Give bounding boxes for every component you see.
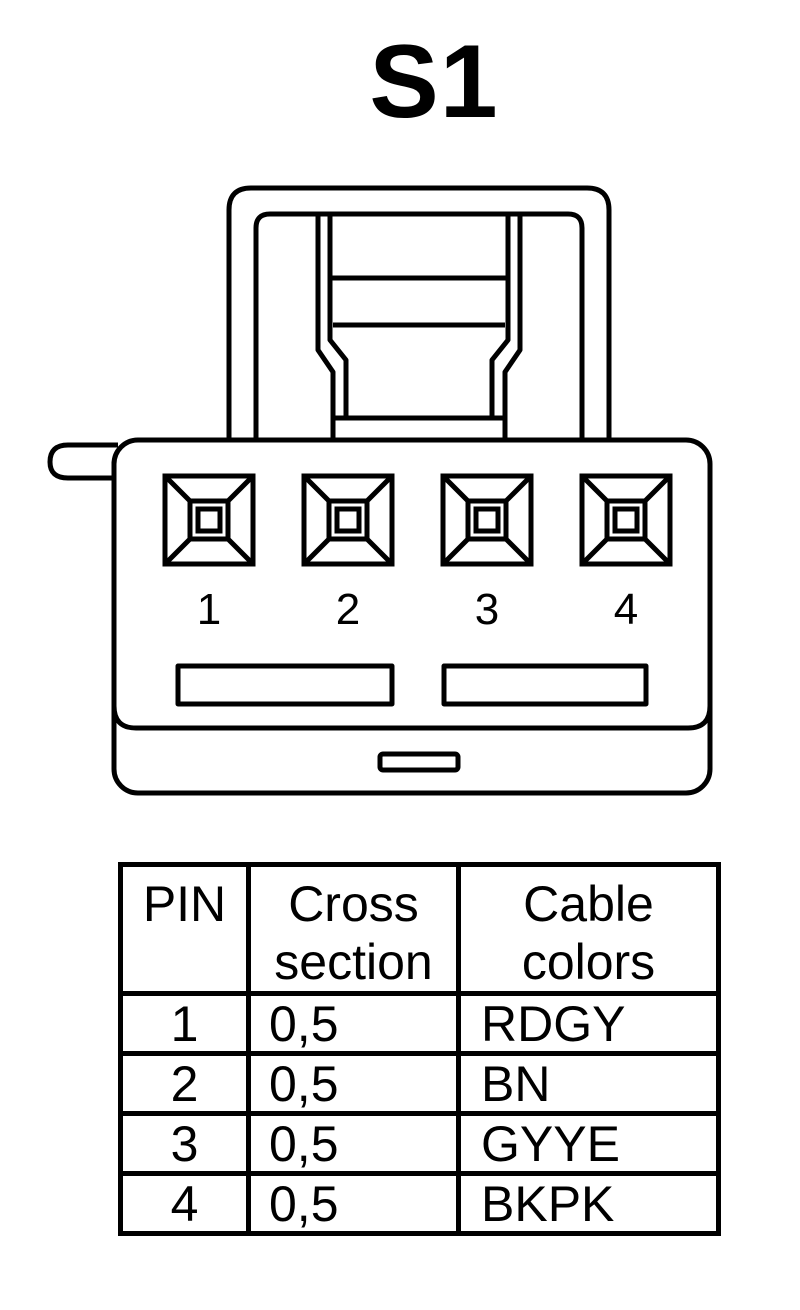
table-row: 2 0,5 BN (118, 1051, 721, 1116)
side-tab (47, 442, 118, 481)
connector-drawing: 1 2 3 4 (47, 185, 713, 796)
pin-terminal (162, 473, 256, 567)
latch-tongue (315, 214, 523, 440)
cell-cross-section: 0,5 (246, 1171, 461, 1236)
cell-pin: 2 (118, 1051, 251, 1116)
cell-pin: 1 (118, 991, 251, 1056)
table-row: 3 0,5 GYYE (118, 1111, 721, 1176)
cell-pin: 4 (118, 1171, 251, 1236)
pin-table: PIN Cross section Cable colors 1 0,5 RDG… (118, 862, 721, 1236)
latch-frame (226, 185, 612, 440)
latch-inner-frame (253, 211, 585, 440)
pin-number-label: 2 (336, 585, 360, 634)
slot-right (441, 663, 649, 707)
diagram-title: S1 (369, 24, 499, 140)
header-pin: PIN (118, 862, 251, 996)
cell-cable-color: BKPK (456, 1171, 721, 1236)
cell-cross-section: 0,5 (246, 1051, 461, 1116)
pin-terminal (440, 473, 534, 567)
table-row: 1 0,5 RDGY (118, 991, 721, 1056)
cell-cable-color: RDGY (456, 991, 721, 1056)
header-cross-section: Cross section (246, 862, 461, 996)
pin-number-label: 4 (614, 585, 638, 634)
pin-number-label: 3 (475, 585, 499, 634)
cell-cable-color: GYYE (456, 1111, 721, 1176)
slot-left (175, 663, 395, 707)
table-row: 4 0,5 BKPK (118, 1171, 721, 1236)
connector-face (111, 462, 713, 731)
bottom-notch (377, 751, 461, 773)
pin-terminal (301, 473, 395, 567)
cell-cable-color: BN (456, 1051, 721, 1116)
pin-number-label: 1 (197, 585, 221, 634)
header-cable-colors: Cable colors (456, 862, 721, 996)
cell-cross-section: 0,5 (246, 1111, 461, 1176)
cell-cross-section: 0,5 (246, 991, 461, 1056)
table-header-row: PIN Cross section Cable colors (118, 862, 721, 996)
cell-pin: 3 (118, 1111, 251, 1176)
pin-terminal (579, 473, 673, 567)
